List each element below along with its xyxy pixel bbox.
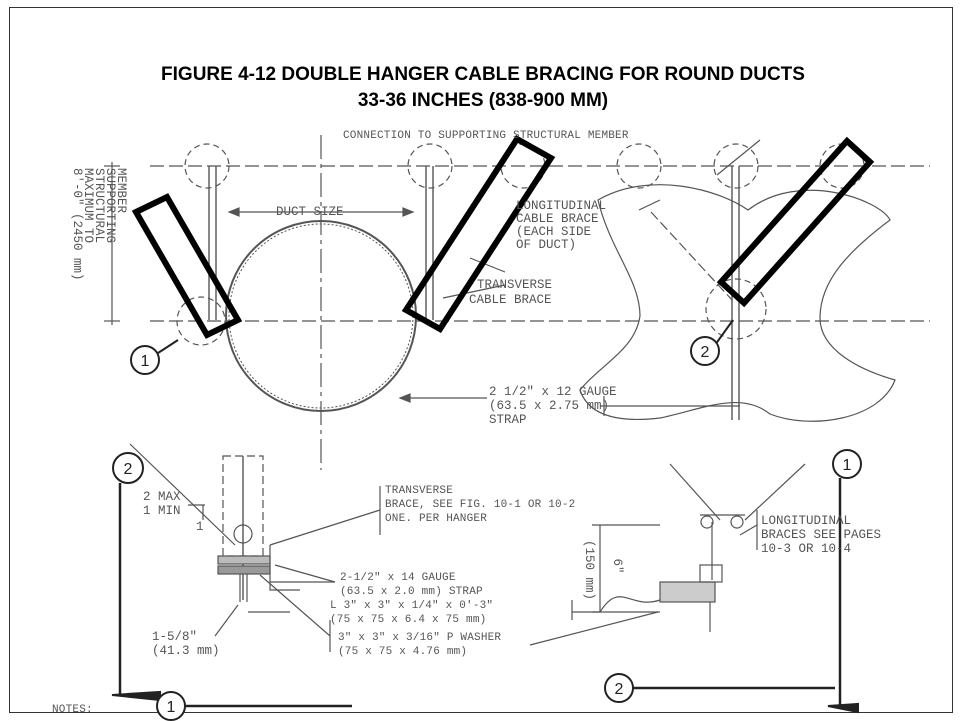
section-marker-bl-top <box>112 452 144 484</box>
highlight-box-right <box>716 136 875 308</box>
strap-14-label: 2-1/2" x 14 GAUGE <box>340 572 456 584</box>
angle-label: (75 x 75 x 6.4 x 75 mm) <box>330 614 486 626</box>
max-dim-label: STRUCTURAL <box>92 168 106 243</box>
callout-number: 1 <box>141 353 150 370</box>
longitudinal-braces-label: LONGITUDINAL <box>761 514 851 528</box>
angle-label: L 3" x 3" x 1/4" x 0'-3" <box>330 600 493 612</box>
longitudinal-brace-label: CABLE BRACE <box>516 212 599 226</box>
max-min-label: 1 <box>196 520 204 534</box>
callout-bubble-1 <box>130 345 160 375</box>
max-dim-label: 8'-0" (2450 mm) <box>70 168 84 281</box>
max-min-label: 1 MIN <box>143 504 181 518</box>
strap-14-label: (63.5 x 2.0 mm) STRAP <box>340 586 483 598</box>
highlight-box-left <box>131 193 243 339</box>
strap-label: (63.5 x 2.75 mm) <box>489 399 609 413</box>
figure-title-line2: 33-36 INCHES (838-900 MM) <box>357 90 609 111</box>
longitudinal-braces-label: 10-3 OR 10-4 <box>761 542 851 556</box>
offset-dim-label: (41.3 mm) <box>152 644 220 658</box>
connection-label: CONNECTION TO SUPPORTING STRUCTURAL MEMB… <box>343 130 629 142</box>
longitudinal-brace-label: LONGITUDINAL <box>516 199 606 213</box>
callout-number: 1 <box>843 457 852 474</box>
section-marker-br-top <box>832 449 862 479</box>
strap-label: STRAP <box>489 413 527 427</box>
duct-size-label: DUCT SIZE <box>276 205 344 219</box>
max-min-label: 2 MAX <box>143 490 181 504</box>
longitudinal-brace-label: (EACH SIDE <box>516 225 591 239</box>
figure-title-line1: FIGURE 4-12 DOUBLE HANGER CABLE BRACING … <box>161 64 805 85</box>
washer-label: 3" x 3" x 3/16" P WASHER <box>338 632 501 644</box>
callout-number: 1 <box>167 699 176 716</box>
callout-bubble-2 <box>690 336 720 366</box>
transverse-brace-label: CABLE BRACE <box>469 293 552 307</box>
max-dim-label: MEMBER <box>114 168 128 214</box>
callout-number: 2 <box>615 681 624 698</box>
longitudinal-brace-label: OF DUCT) <box>516 238 576 252</box>
highlight-box-center <box>401 135 556 333</box>
transverse-brace-label: TRANSVERSE <box>477 278 552 292</box>
figure-frame <box>9 7 953 713</box>
max-dim-label: SUPPORTING <box>103 168 117 243</box>
longitudinal-braces-label: BRACES SEE PAGES <box>761 528 881 542</box>
washer-label: (75 x 75 x 4.76 mm) <box>338 646 467 658</box>
six-inch-mm-dim: (150 mm) <box>582 540 596 600</box>
notes-label: NOTES: <box>52 704 93 716</box>
callout-number: 2 <box>124 461 133 478</box>
offset-dim-label: 1-5/8" <box>152 630 197 644</box>
strap-label: 2 1/2" x 12 GAUGE <box>489 385 617 399</box>
duct-side-profile <box>579 184 896 422</box>
six-inch-dim: 6" <box>610 558 624 573</box>
transverse-brace-note: TRANSVERSE <box>385 485 453 497</box>
transverse-brace-note: ONE. PER HANGER <box>385 513 487 525</box>
transverse-brace-note: BRACE, SEE FIG. 10-1 OR 10-2 <box>385 499 575 511</box>
callout-number: 2 <box>701 344 710 361</box>
max-dim-label: MAXIMUM TO <box>81 168 95 243</box>
